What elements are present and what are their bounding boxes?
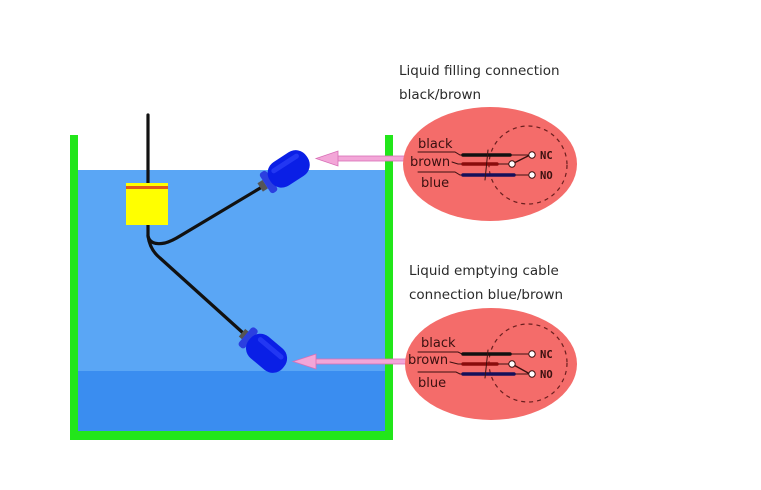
wire-label-brown: brown	[410, 155, 450, 170]
emptying-caption-line-2: connection blue/brown	[409, 287, 564, 303]
terminal-no: NO	[540, 170, 553, 182]
tank-wall-right	[385, 135, 393, 440]
emptying-bubble: black brown blue NC NO	[405, 308, 577, 420]
wire-label-brown: brown	[408, 353, 448, 368]
terminal-nc: NC	[540, 150, 553, 162]
terminal-nc: NC	[540, 349, 553, 361]
wire-label-blue: blue	[421, 176, 449, 191]
water-upper	[77, 170, 386, 371]
upper-float	[257, 150, 310, 194]
lower-float	[238, 327, 288, 373]
filling-caption-line-2: black/brown	[399, 87, 482, 103]
emptying-caption: Liquid emptying cable connection blue/br…	[409, 259, 563, 307]
controller-stripe	[126, 186, 168, 189]
cables	[146, 113, 264, 334]
lower-float-cable	[146, 234, 244, 334]
water-lower	[77, 371, 386, 432]
controller-box	[126, 183, 168, 225]
upper-arrow	[314, 150, 409, 167]
tank-wall-left	[70, 135, 78, 440]
tank	[70, 135, 393, 440]
filling-caption-line-1: Liquid filling connection	[399, 63, 560, 79]
wire-label-blue: blue	[418, 376, 446, 391]
terminal-no: NO	[540, 369, 553, 381]
filling-bubble: black brown blue NC NO	[403, 107, 577, 221]
tank-wall-bottom	[70, 431, 393, 440]
filling-caption: Liquid filling connection black/brown	[399, 59, 560, 107]
emptying-caption-line-1: Liquid emptying cable	[409, 263, 559, 279]
wire-label-black: black	[418, 137, 453, 152]
wire-label-black: black	[421, 336, 456, 351]
